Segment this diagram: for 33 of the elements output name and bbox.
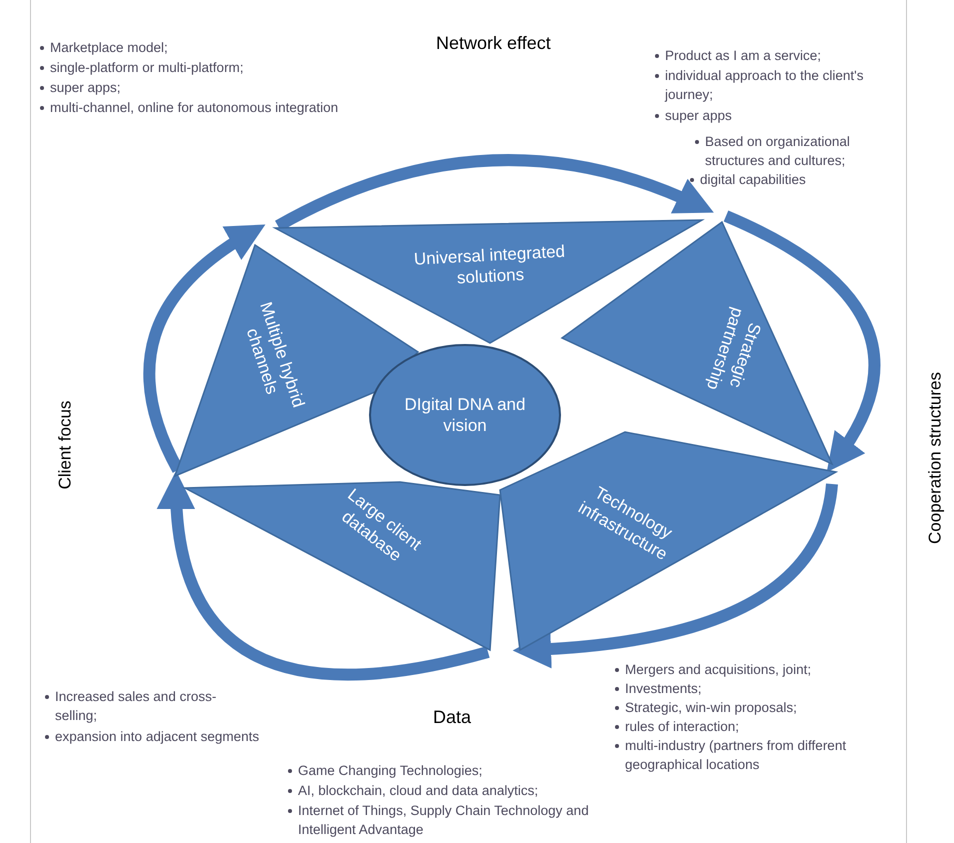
bullet-item: digital capabilities [700,171,806,189]
bullet-item: Mergers and acquisitions, joint; [625,661,812,679]
bullet-item: multi-industry (partners from different geographical locations [625,737,848,774]
bullet-item: Product as I am a service; [665,47,822,65]
triangle-segment [500,432,836,650]
section-title: Data [433,706,472,729]
bullet-item: single-platform or multi-platform; [50,59,244,77]
bullet-item: multi-channel, online for autonomous integration [50,99,338,117]
bullet-item: individual approach to the client's journey; [665,67,864,104]
bullet-item: AI, blockchain, cloud and data analytics; [298,782,538,800]
bullet-item: Internet of Things, Supply Chain Technology and Intelligent Advantage [298,802,590,839]
bullet-item: Strategic, win-win proposals; [625,699,797,717]
center-ellipse [370,345,560,485]
side-title: Client focus [54,400,76,490]
segment-label: DIgital DNA and vision [404,394,526,436]
bullet-item: Game Changing Technologies; [298,762,482,780]
bullet-item: Based on organizational structures and cultures; [705,133,851,170]
curved-arrow [724,210,880,473]
triangle-segment [562,222,832,464]
segment-label: Universal integrated solutions [412,240,566,290]
curved-arrow [143,224,266,473]
bullet-item: rules of interaction; [625,718,740,736]
bullet-item: super apps; [50,79,121,97]
section-title: Network effect [436,32,551,55]
triangle-segment [185,482,500,650]
side-title: Cooperation structures [924,372,946,544]
bullet-item: expansion into adjacent segments [55,728,260,746]
bullet-item: super apps [665,107,732,125]
bullet-item: Marketplace model; [50,39,168,57]
bullet-item: Increased sales and cross-selling; [55,688,218,725]
curved-arrow [158,470,490,680]
curved-arrow [512,483,838,668]
bullet-item: Investments; [625,680,702,698]
